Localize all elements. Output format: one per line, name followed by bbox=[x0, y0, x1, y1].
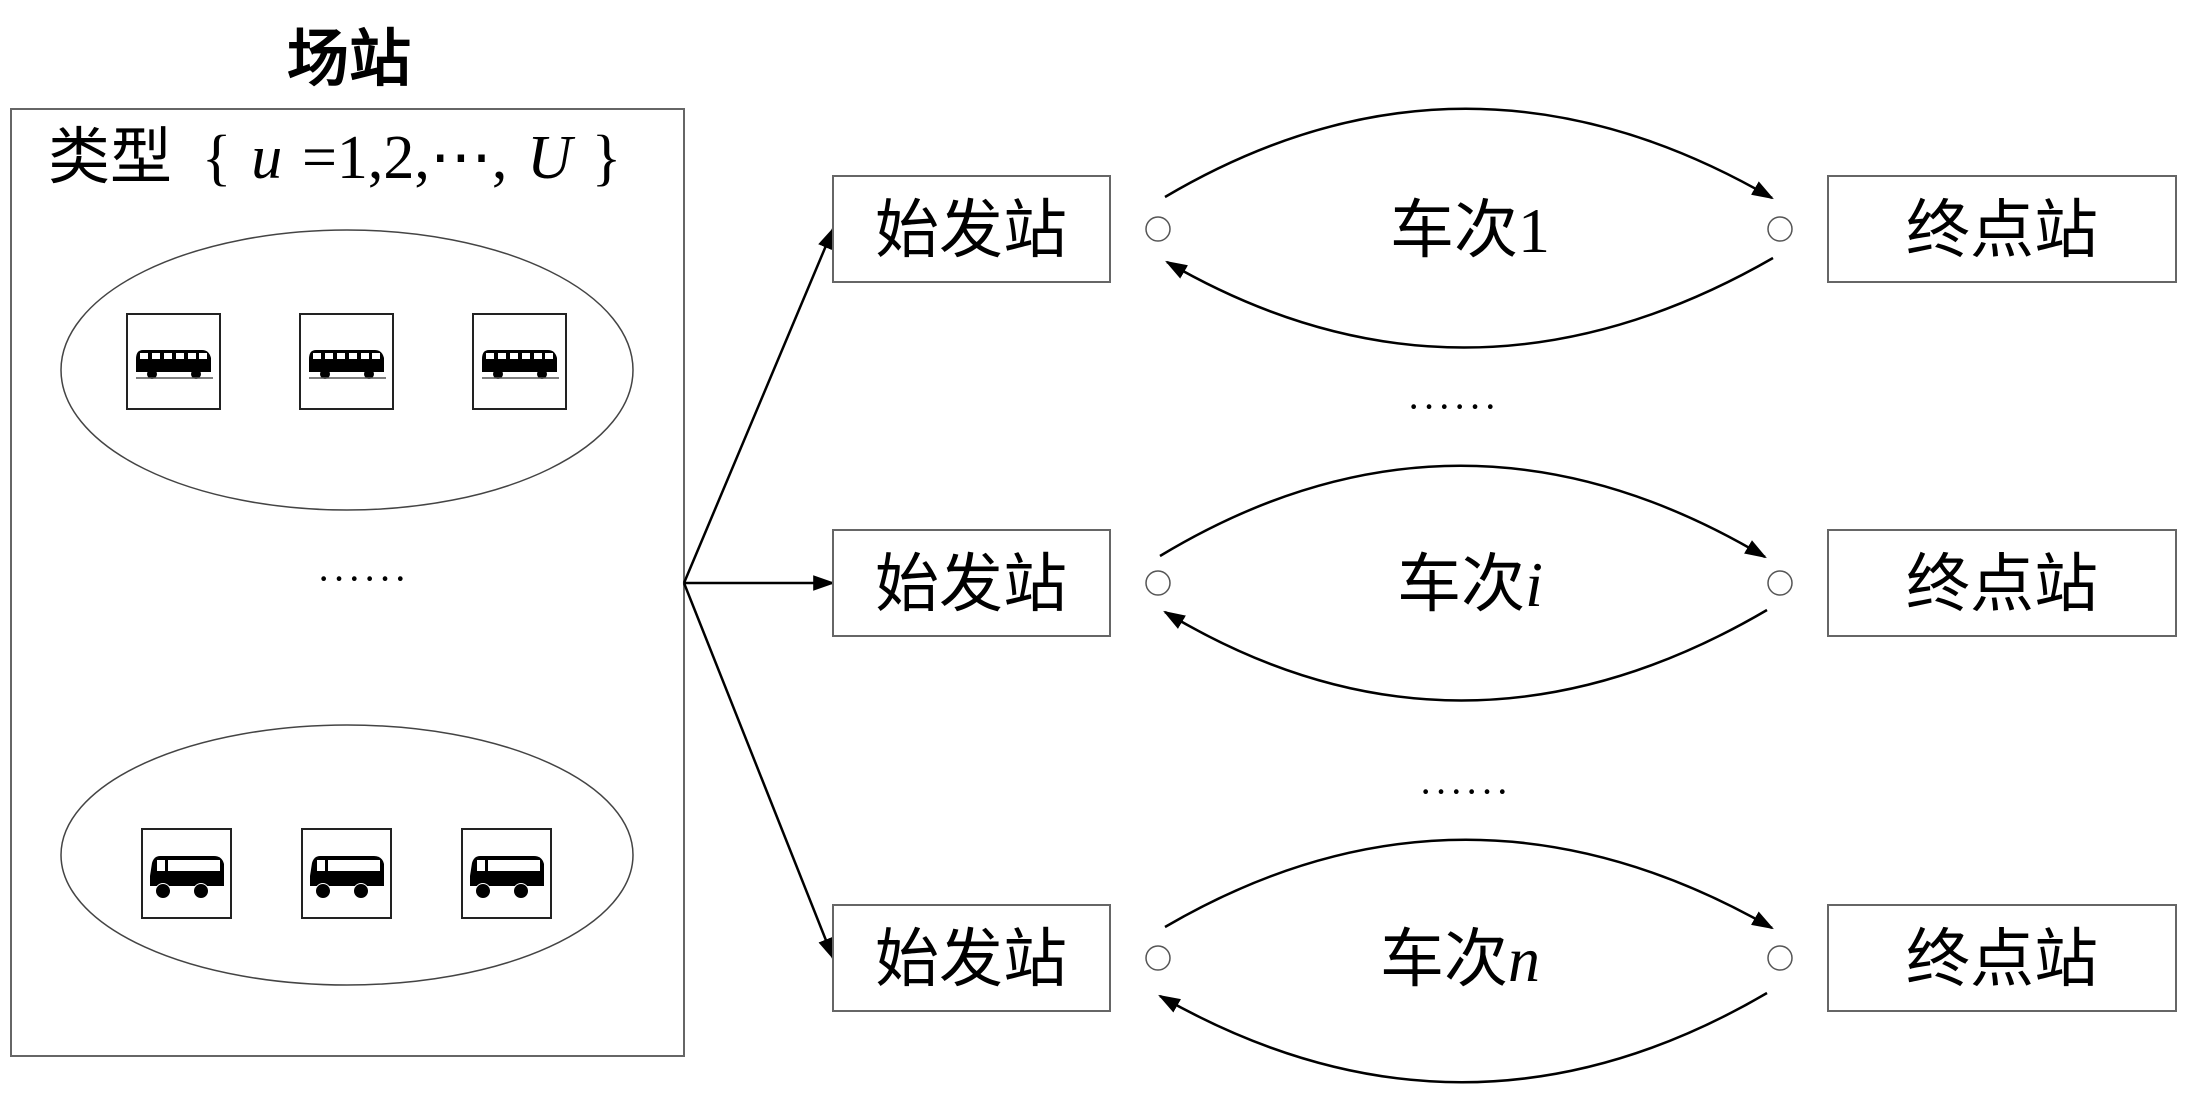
trip-index: 1 bbox=[1518, 195, 1550, 266]
set-close-brace: } bbox=[592, 124, 622, 192]
trip-row-n: 始发站 车次n 终点站 bbox=[832, 838, 2177, 1084]
type-label-text: 类型 bbox=[48, 120, 172, 193]
minibus-icon bbox=[461, 828, 552, 919]
end-station-box bbox=[1827, 904, 2177, 1012]
start-node bbox=[1145, 216, 1171, 242]
end-node bbox=[1767, 216, 1793, 242]
trip-label: 车次1 bbox=[1390, 194, 1550, 268]
depot: 场站 类型 { u =1,2,⋯, U } ······ bbox=[10, 22, 685, 1057]
start-station-label: 始发站 bbox=[875, 548, 1067, 622]
bus-icon bbox=[472, 313, 567, 410]
vehicle-group-bus bbox=[60, 229, 634, 511]
vehicle-type-label: 类型 { u =1,2,⋯, U } bbox=[48, 120, 621, 193]
dispatch-arrow-trip-1 bbox=[682, 226, 835, 584]
trip-row-i: 始发站 车次i 终点站 bbox=[832, 464, 2177, 702]
vehicle-group-ellipse bbox=[60, 229, 634, 511]
minibus-icon bbox=[301, 828, 392, 919]
vehicle-group-ellipse bbox=[60, 724, 634, 986]
end-station-box bbox=[1827, 175, 2177, 283]
depot-dispatch-arrows bbox=[682, 226, 836, 961]
start-node bbox=[1145, 570, 1171, 596]
minibus-icon bbox=[141, 828, 232, 919]
type-values: =1,2,⋯, bbox=[302, 124, 507, 192]
trip-prefix: 车次 bbox=[1397, 548, 1525, 622]
trips-ellipsis-lower: ······ bbox=[1419, 769, 1511, 814]
return-arc bbox=[1158, 991, 1768, 1084]
start-station-box bbox=[832, 904, 1111, 1012]
vehicle-groups-ellipsis: ······ bbox=[317, 556, 409, 601]
type-variable: u bbox=[251, 124, 282, 192]
vehicle-group-minibus bbox=[60, 724, 634, 986]
start-station-box bbox=[832, 529, 1111, 637]
trip-index: i bbox=[1525, 549, 1543, 620]
outbound-arc bbox=[1164, 838, 1774, 930]
end-station-box bbox=[1827, 529, 2177, 637]
start-station-label: 始发站 bbox=[875, 923, 1067, 997]
trip-row-1: 始发站 车次1 终点站 bbox=[832, 107, 2177, 349]
trip-index: n bbox=[1508, 924, 1540, 995]
type-max: U bbox=[527, 124, 576, 192]
end-station-label: 终点站 bbox=[1906, 194, 2098, 268]
depot-title: 场站 bbox=[287, 22, 411, 95]
bus-icon bbox=[299, 313, 394, 410]
return-arc bbox=[1165, 256, 1774, 349]
trip-label: 车次i bbox=[1397, 548, 1543, 622]
end-node bbox=[1767, 945, 1793, 971]
bus-icon bbox=[126, 313, 221, 410]
outbound-arc bbox=[1164, 107, 1774, 200]
trip-label: 车次n bbox=[1380, 923, 1540, 997]
return-arc bbox=[1163, 608, 1768, 702]
outbound-arc bbox=[1159, 464, 1767, 559]
start-station-box bbox=[832, 175, 1111, 283]
dispatch-arrow-trip-n bbox=[682, 582, 835, 961]
end-station-label: 终点站 bbox=[1906, 923, 2098, 997]
start-node bbox=[1145, 945, 1171, 971]
start-station-label: 始发站 bbox=[875, 194, 1067, 268]
trips-ellipsis-upper: ······ bbox=[1407, 384, 1499, 429]
end-node bbox=[1767, 570, 1793, 596]
trip-prefix: 车次 bbox=[1380, 923, 1508, 997]
end-station-label: 终点站 bbox=[1906, 548, 2098, 622]
set-open-brace: { bbox=[202, 124, 232, 192]
trip-prefix: 车次 bbox=[1390, 194, 1518, 268]
